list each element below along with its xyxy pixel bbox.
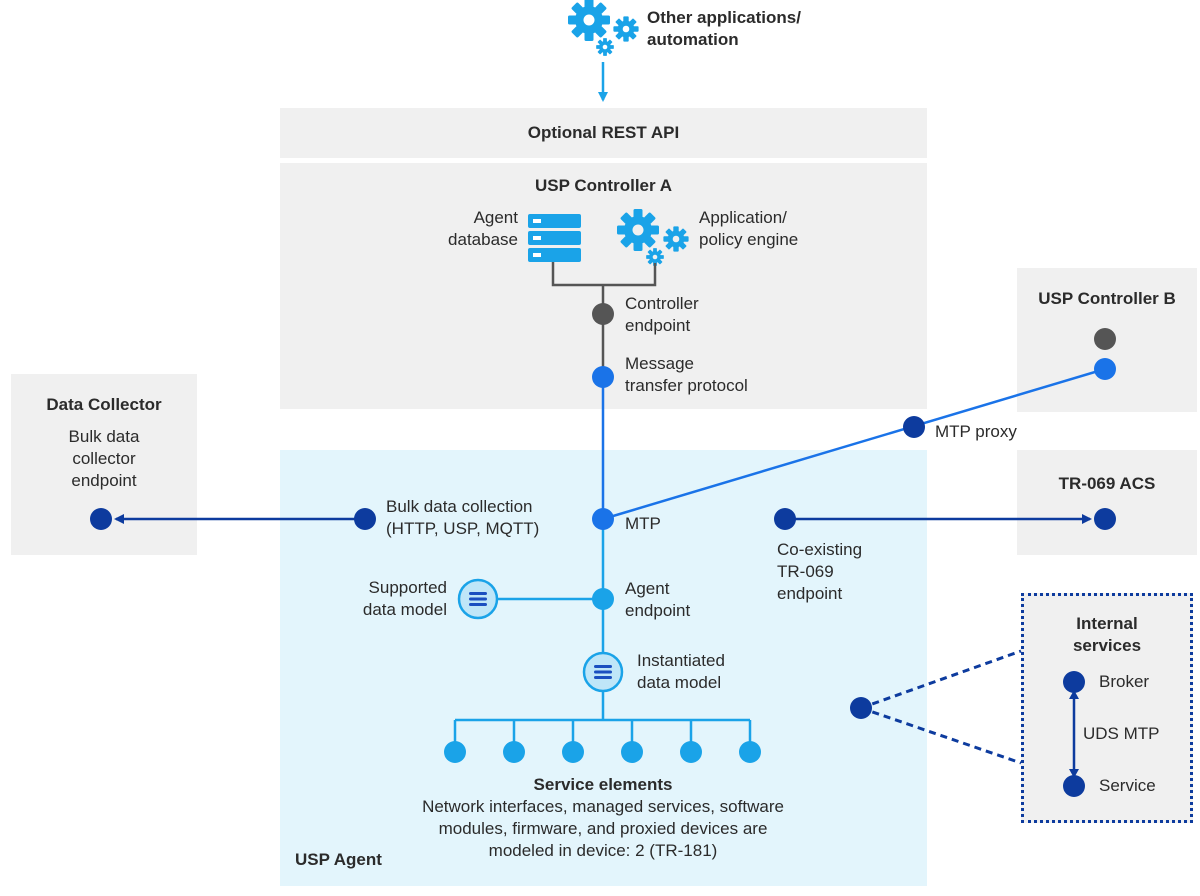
gears-icon bbox=[568, 0, 639, 56]
controller-b-mtp-dot bbox=[1094, 358, 1116, 380]
controller-internal-link bbox=[551, 262, 657, 287]
bulk-data-dot bbox=[354, 508, 376, 530]
broker-dot bbox=[1063, 671, 1085, 693]
mtp-proxy-dot bbox=[903, 416, 925, 438]
agent-endpoint-dot bbox=[592, 588, 614, 610]
service-element-dots bbox=[444, 741, 761, 763]
internal-services-box bbox=[1021, 593, 1193, 823]
tr069-acs-title: TR-069 ACS bbox=[1058, 474, 1156, 493]
controller-b-title: USP Controller B bbox=[1038, 289, 1176, 308]
service-elements-description: Network interfaces, managed services, so… bbox=[422, 797, 784, 860]
data-collector-title: Data Collector bbox=[46, 395, 162, 414]
internal-link-top bbox=[860, 649, 1022, 710]
data-collector-dot bbox=[90, 508, 112, 530]
data-model-icon bbox=[457, 578, 499, 620]
internal-link-bottom bbox=[860, 706, 1022, 765]
controller-endpoint-dot bbox=[592, 303, 614, 325]
mtp-dot-agent bbox=[592, 508, 614, 530]
rest-api-label: Optional REST API bbox=[527, 123, 680, 142]
other-apps-label: Other applications/automation bbox=[647, 8, 801, 49]
broker-label: Broker bbox=[1099, 672, 1150, 691]
service-elements-title: Service elements bbox=[533, 775, 673, 794]
mtp-proxy-label: MTP proxy bbox=[935, 422, 1017, 441]
mtp-proxy-link bbox=[602, 367, 1106, 521]
service-label: Service bbox=[1099, 776, 1156, 795]
mtp-dot-controller bbox=[592, 366, 614, 388]
tr069-acs-box bbox=[1017, 450, 1197, 555]
bulk-data-label: Bulk data collection(HTTP, USP, MQTT) bbox=[386, 497, 540, 538]
usp-agent-title: USP Agent bbox=[295, 850, 382, 869]
service-dot bbox=[1063, 775, 1085, 797]
server-database-icon bbox=[528, 214, 581, 262]
controller-a-title: USP Controller A bbox=[535, 176, 672, 195]
rest-api-box bbox=[280, 108, 927, 158]
application-engine-label: Application/policy engine bbox=[699, 208, 799, 249]
controller-b-endpoint-dot bbox=[1094, 328, 1116, 350]
coexisting-tr069-dot bbox=[774, 508, 796, 530]
internal-services-dot bbox=[850, 697, 872, 719]
data-model-icon bbox=[582, 651, 624, 693]
gears-icon bbox=[617, 209, 689, 266]
uds-mtp-label: UDS MTP bbox=[1083, 724, 1160, 743]
tr069-acs-dot bbox=[1094, 508, 1116, 530]
mtp-agent-label: MTP bbox=[625, 514, 661, 533]
